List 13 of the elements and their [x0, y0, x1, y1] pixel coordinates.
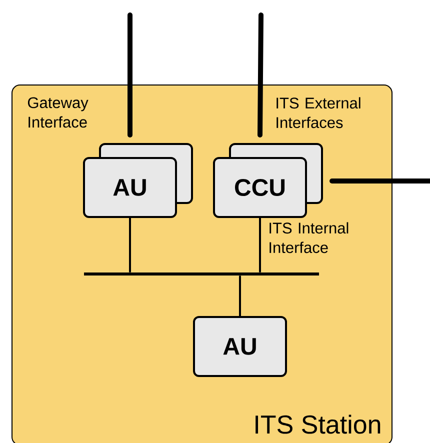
stacked-unit-box: CCU [213, 143, 323, 218]
interface-label: ITS External Interfaces [276, 97, 360, 128]
interface-label: Gateway Interface [28, 97, 88, 128]
connector-line [259, 218, 261, 272]
connector-line [128, 12, 132, 138]
connector-line [239, 276, 241, 316]
unit-box: AU [193, 316, 287, 377]
connector-line [258, 12, 264, 138]
connector-line [129, 218, 131, 272]
connector-line [330, 178, 430, 184]
stacked-unit-box: AU [83, 143, 193, 218]
bus-line [84, 272, 319, 276]
interface-label: ITS Internal Interface [270, 222, 348, 254]
